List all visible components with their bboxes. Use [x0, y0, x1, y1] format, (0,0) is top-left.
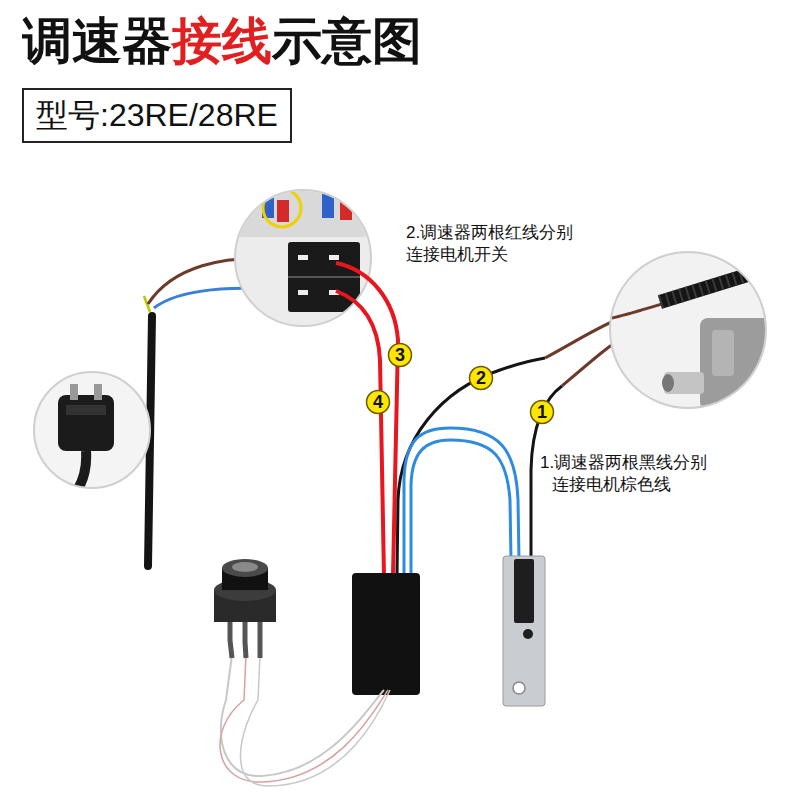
- blue-wire: [411, 440, 511, 576]
- model-box: 型号:23RE/28RE: [22, 88, 292, 143]
- mount-hole: [513, 682, 525, 694]
- red-connector: [340, 196, 352, 220]
- highlight-ring: [263, 189, 301, 227]
- red-wire: [336, 263, 398, 576]
- knob-cap: [222, 559, 268, 577]
- plug-body: [58, 395, 114, 451]
- blue-connector: [322, 194, 334, 218]
- terminal: [298, 290, 308, 295]
- model-label: 型号:23RE/28RE: [36, 96, 278, 134]
- callout-label: 3: [387, 342, 413, 368]
- plug-socket: [662, 374, 674, 392]
- terminal: [298, 255, 308, 260]
- plug-inset: [34, 372, 150, 500]
- callout-label: 2: [468, 365, 494, 391]
- callout-label: 1: [529, 399, 555, 425]
- switch-divider: [288, 276, 360, 278]
- plug-cable: [70, 451, 86, 500]
- motor-connector: [700, 318, 772, 410]
- red-wire: [336, 291, 384, 576]
- callout-label: 4: [365, 389, 391, 415]
- terminal: [329, 255, 339, 260]
- potentiometer: [214, 559, 276, 658]
- pot-wire: [220, 655, 388, 782]
- callout-number: 2: [468, 365, 494, 391]
- blue-wire: [404, 428, 519, 576]
- pot-wire: [240, 655, 390, 786]
- connector-boss: [712, 330, 734, 376]
- wiring-note: 2.调速器两根红线分别 连接电机开关: [406, 222, 616, 266]
- sensor-bead: [523, 629, 533, 639]
- red-connector: [277, 200, 289, 222]
- pot-pin: [258, 618, 263, 658]
- corrugated-tube: [660, 268, 770, 302]
- motor-inset: [610, 252, 772, 410]
- plug-pin: [94, 384, 102, 400]
- photo-background: [230, 185, 380, 237]
- page-title: 调速器接线示意图: [22, 14, 422, 69]
- sensor-sleeve: [514, 559, 534, 623]
- callout-number: 4: [365, 389, 391, 415]
- sensor-plate: [503, 556, 545, 706]
- plug-pin: [70, 384, 78, 400]
- wiring-note: 1.调速器两根黑线分别 连接电机棕色线: [540, 452, 762, 496]
- rocker-switch: [288, 242, 360, 312]
- controller-module: [352, 573, 420, 695]
- metal-plate: [503, 556, 545, 706]
- tube-ribs: [660, 268, 770, 302]
- callout-number: 3: [387, 342, 413, 368]
- callout-number: 1: [529, 399, 555, 425]
- knob-centre: [232, 562, 258, 572]
- pot-pin: [245, 620, 246, 658]
- pot-pin: [230, 618, 232, 658]
- plug-ridge: [66, 405, 106, 415]
- inset-circle: [34, 372, 150, 488]
- black-wire: [397, 358, 545, 576]
